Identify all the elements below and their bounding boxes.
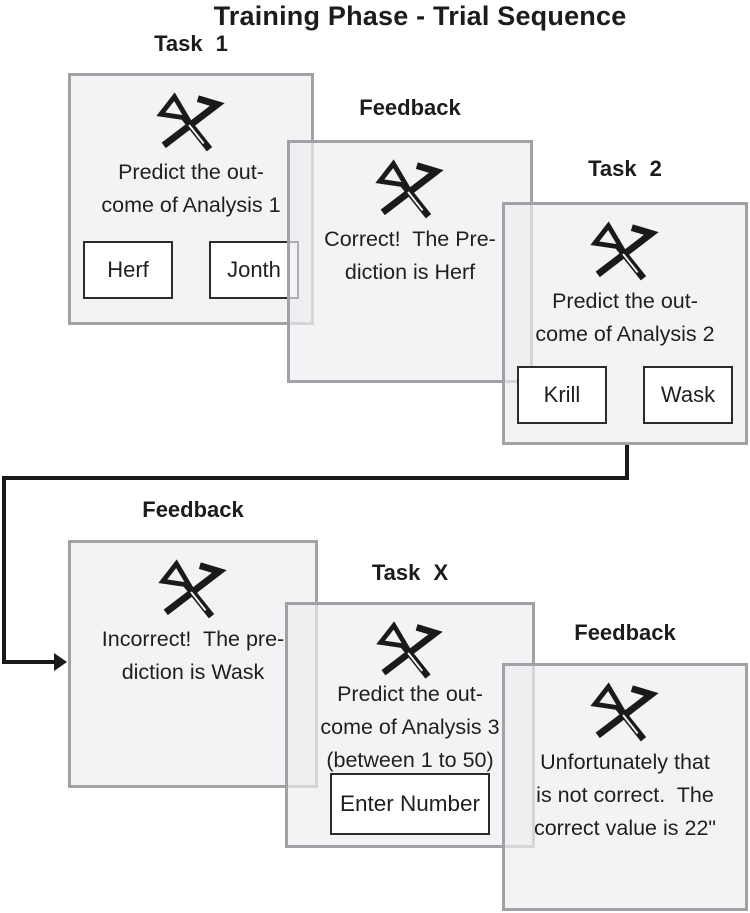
feedback-value-text: Unfortunately that is not correct. The c… <box>505 746 745 845</box>
analysis-glyph-icon <box>156 558 230 622</box>
analysis-glyph-icon <box>588 220 662 284</box>
heading-feedback-1: Feedback <box>359 95 461 120</box>
flow-arrow-segment-down <box>625 445 629 479</box>
card-task-x: Predict the out- come of Analysis 3 (bet… <box>285 602 535 848</box>
enter-number-button[interactable]: Enter Number <box>330 773 490 835</box>
instruction-line: come of Analysis 1 <box>101 193 281 217</box>
choice-button-krill[interactable]: Krill <box>517 366 607 424</box>
task-2-instruction: Predict the out- come of Analysis 2 <box>505 285 745 351</box>
heading-task-2: Task 2 <box>588 156 662 181</box>
analysis-glyph-icon <box>374 620 446 682</box>
flow-arrow-segment-across <box>2 476 629 480</box>
flow-arrow-segment-into-card <box>2 660 55 664</box>
page-title: Training Phase - Trial Sequence <box>213 1 627 31</box>
instruction-line: come of Analysis 3 <box>320 715 500 739</box>
feedback-line: diction is Herf <box>344 260 476 284</box>
feedback-correct-text: Correct! The Pre- diction is Herf <box>290 223 530 289</box>
feedback-line: Incorrect! The pre- <box>101 627 285 651</box>
instruction-line: come of Analysis 2 <box>535 322 715 346</box>
feedback-line: Correct! The Pre- <box>324 227 496 251</box>
feedback-line: correct value is 22" <box>533 816 717 840</box>
task-x-instruction: Predict the out- come of Analysis 3 (bet… <box>288 678 532 777</box>
feedback-incorrect-text: Incorrect! The pre- diction is Wask <box>71 623 315 689</box>
choice-button-jonth[interactable]: Jonth <box>209 241 299 299</box>
heading-feedback-3: Feedback <box>574 620 676 645</box>
analysis-glyph-icon <box>154 91 228 155</box>
feedback-line: diction is Wask <box>121 660 265 684</box>
choice-button-wask[interactable]: Wask <box>643 366 733 424</box>
card-task-2: Predict the out- come of Analysis 2 Kril… <box>502 202 748 445</box>
task-1-instruction: Predict the out- come of Analysis 1 <box>71 156 311 222</box>
analysis-glyph-icon <box>588 681 662 745</box>
card-task-1: Predict the out- come of Analysis 1 Herf… <box>68 73 314 325</box>
instruction-line: Predict the out- <box>337 682 483 706</box>
feedback-line: Unfortunately that <box>540 750 710 774</box>
card-feedback-incorrect: Incorrect! The pre- diction is Wask <box>68 540 318 788</box>
card-feedback-correct: Correct! The Pre- diction is Herf <box>287 140 533 383</box>
heading-task-x: Task X <box>371 560 449 585</box>
heading-feedback-2: Feedback <box>142 497 244 522</box>
flow-arrow-segment-left-down <box>2 476 6 664</box>
flow-arrowhead-icon <box>54 653 67 671</box>
choice-button-herf[interactable]: Herf <box>83 241 173 299</box>
instruction-line: (between 1 to 50) <box>326 748 494 772</box>
instruction-line: Predict the out- <box>552 289 698 313</box>
instruction-line: Predict the out- <box>118 160 264 184</box>
card-feedback-value: Unfortunately that is not correct. The c… <box>502 663 748 911</box>
analysis-glyph-icon <box>373 158 447 222</box>
heading-task-1: Task 1 <box>154 31 228 56</box>
feedback-line: is not correct. The <box>536 783 714 807</box>
